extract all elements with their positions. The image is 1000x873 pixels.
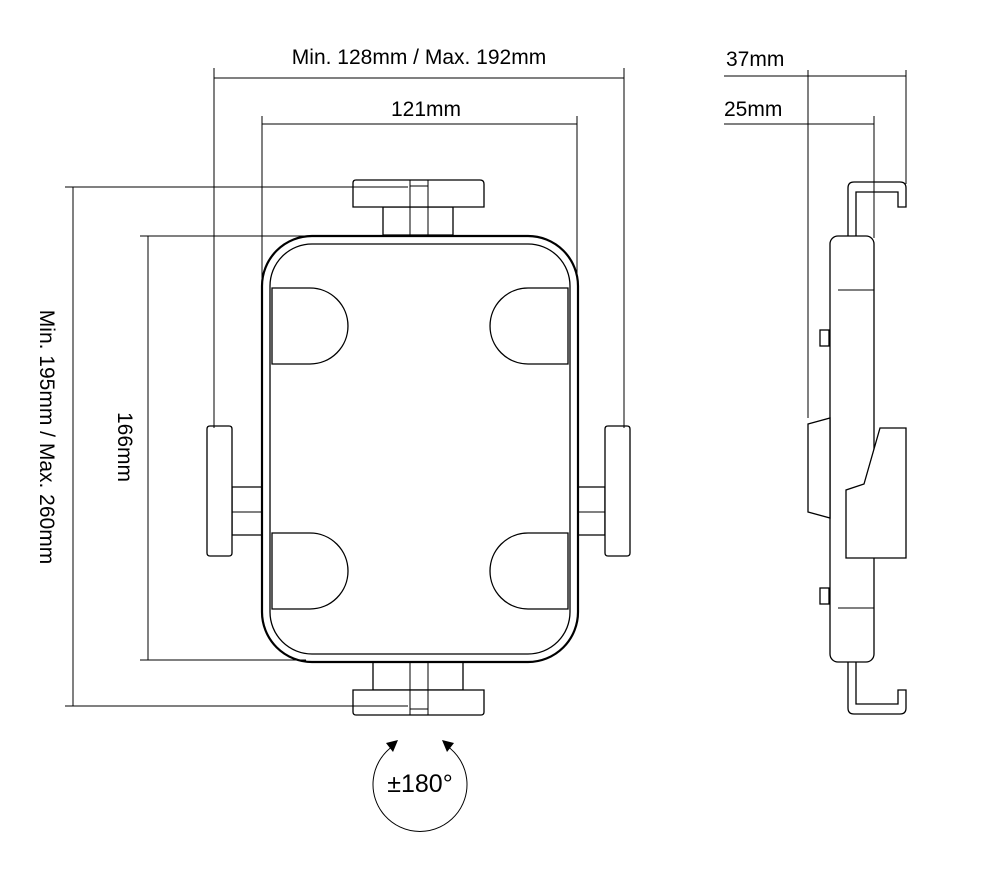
inner-width-label: 121mm bbox=[391, 98, 461, 121]
width-range-label: Min. 128mm / Max. 192mm bbox=[292, 46, 546, 69]
rotation-arrow-left-icon bbox=[386, 740, 398, 752]
height-range-label: Min. 195mm / Max. 260mm bbox=[35, 310, 58, 564]
left-clamp bbox=[206, 425, 269, 557]
rotation-symbol bbox=[372, 740, 468, 832]
dimension-lines-front bbox=[65, 68, 625, 707]
corner-pad-bottom-left bbox=[271, 532, 349, 610]
rotation-label: ±180° bbox=[387, 770, 452, 798]
corner-pad-top-left bbox=[271, 287, 349, 365]
inner-height-label: 166mm bbox=[113, 412, 136, 482]
depth-body-label: 25mm bbox=[724, 98, 782, 121]
corner-pad-top-right bbox=[489, 287, 569, 365]
rotation-arrow-right-icon bbox=[442, 740, 454, 752]
front-view bbox=[206, 179, 631, 716]
side-view bbox=[807, 181, 907, 715]
dimension-lines-side bbox=[724, 70, 907, 418]
corner-pad-bottom-right bbox=[489, 532, 569, 610]
bottom-clamp bbox=[352, 659, 485, 716]
top-clamp bbox=[352, 179, 485, 236]
depth-total-label: 37mm bbox=[726, 48, 784, 71]
